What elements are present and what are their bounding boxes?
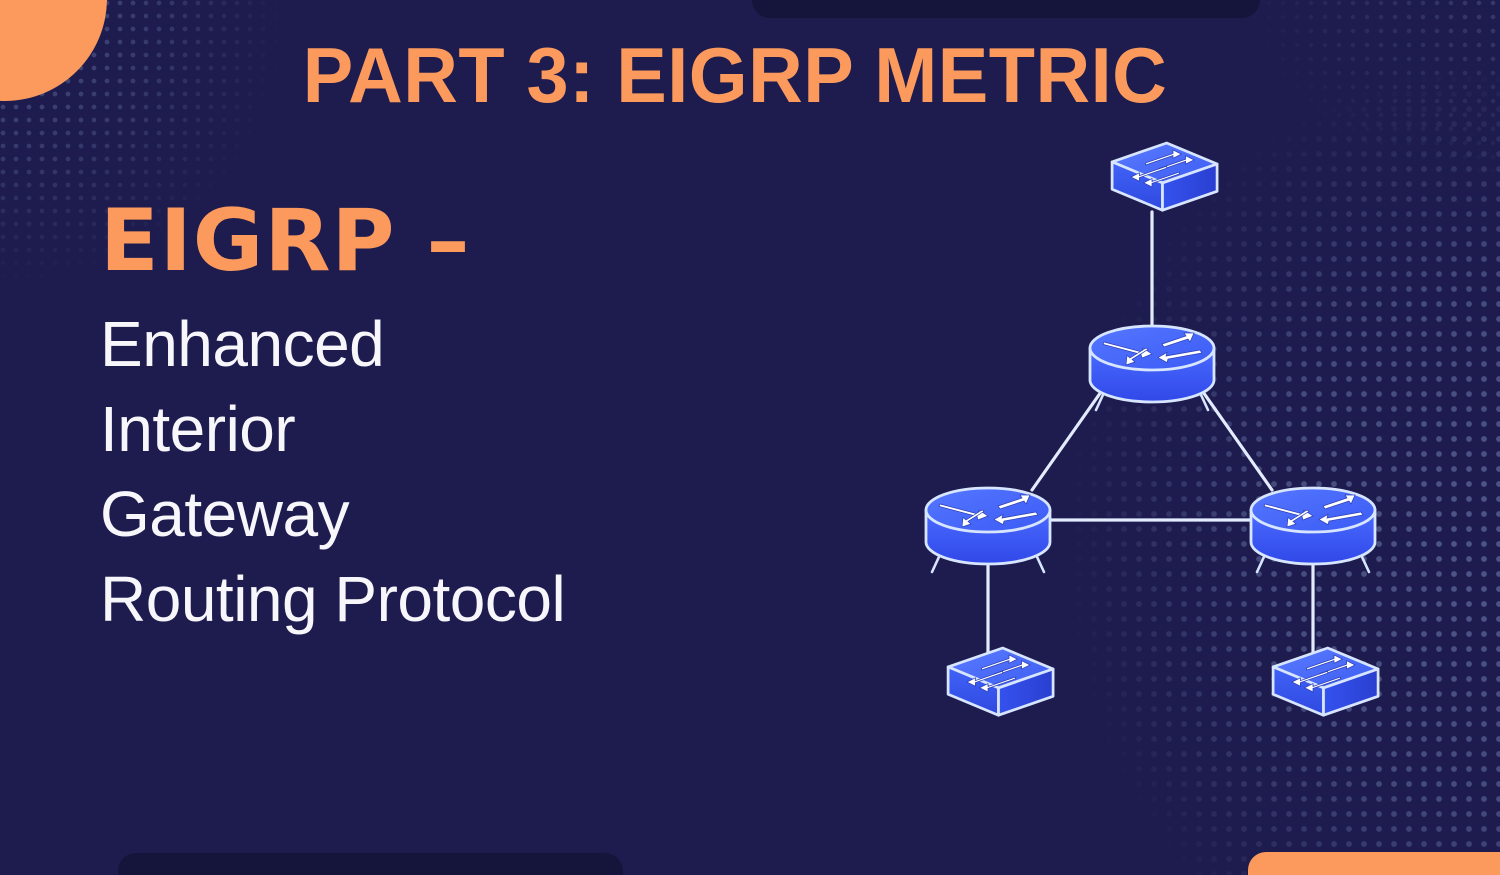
acronym-heading: EIGRP – (100, 191, 471, 291)
device-router-left-branch[interactable] (924, 486, 1052, 574)
device-switch-top[interactable] (1110, 141, 1219, 212)
dark-panel-top-decoration (752, 0, 1260, 18)
link-core-right (1194, 380, 1274, 492)
device-router-right-branch[interactable] (1249, 486, 1377, 574)
banner-title: PART 3: EIGRP METRIC (302, 31, 1168, 119)
link-core-left (1030, 380, 1110, 492)
dark-panel-bottom-left-decoration (118, 853, 623, 875)
title-text-block: EIGRP – Enhanced Interior Gateway Routin… (100, 198, 820, 642)
expansion-line-1: Enhanced (100, 308, 385, 380)
device-router-core[interactable] (1088, 324, 1216, 412)
expansion-line-3: Gateway (100, 478, 350, 551)
device-switch-right-access[interactable] (1271, 646, 1380, 717)
network-topology-diagram (900, 130, 1420, 750)
orange-panel-bottom-right-decoration (1248, 852, 1500, 875)
acronym-expansion: Enhanced Interior Gateway Routing Protoc… (100, 302, 820, 642)
device-switch-left-access[interactable] (946, 646, 1055, 717)
expansion-line-2: Interior (100, 393, 296, 466)
halftone-pattern-right (940, 0, 1500, 875)
diagram-links (986, 210, 1315, 667)
expansion-line-4: Routing Protocol (100, 563, 566, 636)
